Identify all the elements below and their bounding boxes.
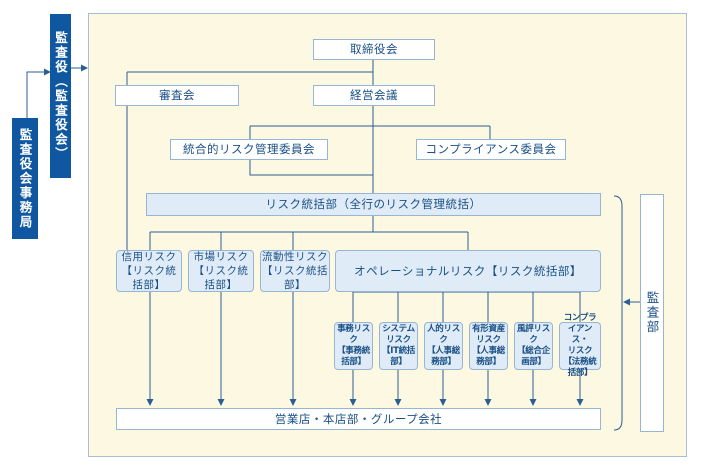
op-risk-box: 事務リスク 【事務統括部】 (334, 322, 373, 370)
market-risk-box: 市場リスク 【リスク統括部】 (188, 250, 254, 292)
auditor-box: 監査役（監査役会） (50, 14, 71, 178)
risk-management-dept-box: リスク統括部（全行のリスク管理統括） (146, 193, 601, 216)
op-risk-box: システムリスク 【IT統括部】 (379, 322, 418, 370)
auditor-office-box: 監査役会事務局 (12, 118, 38, 239)
credit-risk-box: 信用リスク 【リスク統括部】 (116, 250, 182, 292)
audit-committee-box: 審査会 (115, 85, 239, 106)
management-meeting-box: 経営会議 (313, 85, 435, 106)
compliance-committee-box: コンプライアンス委員会 (416, 139, 566, 160)
op-risk-box: コンプライアンス・ リスク 【法務統括部】 (559, 313, 601, 378)
auditor-office-label: 監査役会事務局 (17, 127, 33, 230)
internal-audit-box: 監査部 (640, 194, 664, 432)
auditor-label: 監査役（監査役会） (53, 30, 68, 162)
op-risk-box: 有形資産リスク 【人事総務部】 (469, 322, 508, 370)
board-box: 取締役会 (313, 39, 435, 60)
op-risk-box: 人的リスク 【人事総務部】 (424, 322, 463, 370)
integrated-risk-committee-box: 統合的リスク管理委員会 (170, 139, 328, 160)
branches-box: 営業店・本店部・グループ会社 (116, 408, 601, 430)
audit-bracket-line (613, 195, 623, 431)
operational-risk-box: オペレーショナルリスク【リスク統括部】 (335, 250, 601, 292)
integrated-risk-return-line (249, 160, 373, 176)
office-to-auditor-line (26, 68, 51, 118)
liquidity-risk-box: 流動性リスク 【リスク統括部】 (260, 250, 330, 292)
op-risk-box: 風評リスク 【総合企画部】 (514, 322, 553, 370)
internal-audit-label: 監査部 (644, 291, 660, 335)
